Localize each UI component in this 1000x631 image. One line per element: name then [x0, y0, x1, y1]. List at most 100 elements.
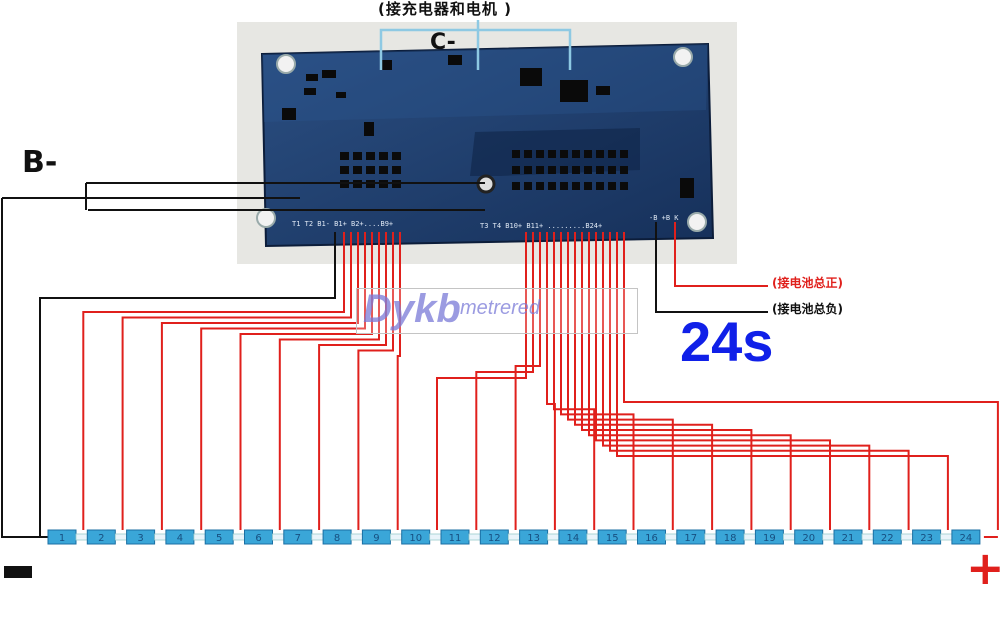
- cell-number-label: 11: [449, 533, 462, 544]
- b-minus-label: B-: [22, 145, 58, 180]
- cell-connector: [350, 533, 363, 541]
- cell-number-label: 10: [409, 533, 422, 544]
- series-count-label: 24s: [680, 310, 774, 373]
- cell-connector: [507, 533, 520, 541]
- balance-wire-b7: [318, 232, 387, 530]
- balance-wire-b22: [609, 232, 910, 530]
- balance-wire-b5: [239, 232, 373, 530]
- balance-wire-b11: [475, 232, 534, 530]
- cell-connector: [704, 533, 717, 541]
- cell-connector: [232, 533, 245, 541]
- cell-connector: [75, 533, 88, 541]
- fet-array-right: [512, 150, 628, 190]
- battery-negative-note: (接电池总负): [772, 302, 843, 316]
- balance-wire-b12: [514, 232, 541, 530]
- cell-number-label: 1: [59, 533, 65, 544]
- cell-number-label: 6: [255, 533, 261, 544]
- balance-wire-b6: [278, 232, 380, 530]
- cell-connector: [193, 533, 206, 541]
- cell-connector: [743, 533, 756, 541]
- cell-number-label: 12: [488, 533, 501, 544]
- charger-motor-note: (接充电器和电机 ): [378, 0, 512, 18]
- cell-connector: [783, 533, 796, 541]
- balance-wire-b1: [82, 232, 345, 530]
- mount-hole: [256, 208, 276, 228]
- cell-connector: [940, 533, 953, 541]
- mount-hole: [687, 212, 707, 232]
- cell-connector: [547, 533, 560, 541]
- balance-wire-b15: [560, 232, 635, 530]
- cell-number-label: 13: [527, 533, 540, 544]
- cell-number-label: 15: [606, 533, 619, 544]
- mount-hole: [276, 54, 296, 74]
- watermark-suffix: metrered: [460, 297, 541, 319]
- balance-wire-b21: [602, 232, 871, 530]
- cell-number-label: 9: [373, 533, 379, 544]
- balance-wire-b13: [546, 232, 556, 530]
- cell-number-label: 4: [177, 533, 183, 544]
- balance-wire-b9: [396, 232, 401, 530]
- balance-wire-b23: [616, 232, 949, 530]
- cell-connector: [154, 533, 167, 541]
- b-minus-wires: [1, 182, 485, 538]
- cell-number-label: 14: [567, 533, 580, 544]
- balance-wire-b17: [574, 232, 714, 530]
- cell-connector: [114, 533, 128, 541]
- negative-terminal-symbol: [4, 566, 32, 578]
- cell-number-label: 8: [334, 533, 340, 544]
- b1-minus-wire: [39, 232, 336, 538]
- balance-wire-b18: [581, 232, 753, 530]
- silkscreen-main: -B +B K: [649, 214, 679, 222]
- cell-connector: [586, 533, 599, 541]
- c-minus-bracket: [379, 20, 572, 70]
- balance-wire-b8: [357, 232, 394, 530]
- cell-connector: [389, 533, 403, 541]
- silkscreen-left: T1 T2 B1- B1+ B2+....B9+: [292, 220, 393, 228]
- component-area: [282, 55, 694, 198]
- silkscreen-right: T3 T4 B10+ B11+ .........B24+: [480, 222, 602, 230]
- balance-wire-b19: [588, 232, 792, 530]
- cell-number-label: 21: [842, 533, 855, 544]
- bms-board: T1 T2 B1- B1+ B2+....B9+ T3 T4 B10+ B11+…: [256, 42, 715, 248]
- balance-wire-b16: [567, 232, 674, 530]
- cell-number-label: 23: [920, 533, 933, 544]
- balance-wire-b4: [200, 232, 366, 530]
- cell-connector: [272, 533, 285, 541]
- battery-positive-note: (接电池总正): [772, 276, 843, 290]
- cell-connector: [861, 533, 874, 541]
- cell-number-label: 5: [216, 533, 222, 544]
- cell-connector: [468, 533, 481, 541]
- cell-number-label: 24: [960, 533, 973, 544]
- balance-wire-b24: [623, 232, 999, 530]
- cell-number-label: 7: [295, 533, 301, 544]
- battery-neg-wire: [655, 222, 768, 313]
- c-minus-label: C-: [430, 30, 456, 55]
- mount-hole: [673, 47, 693, 67]
- cell-number-label: 3: [137, 533, 143, 544]
- cell-number-label: 18: [724, 533, 737, 544]
- cell-connector: [900, 533, 913, 541]
- balance-wire-b20: [595, 232, 831, 530]
- cell-number-label: 16: [645, 533, 658, 544]
- balance-wire-b2: [121, 232, 352, 530]
- watermark-brand: Dykb: [363, 287, 461, 331]
- cell-number-label: 20: [802, 533, 815, 544]
- battery-cell: [951, 529, 981, 545]
- balance-wire-b10: [436, 232, 527, 530]
- balance-wire-b3: [160, 232, 359, 530]
- cell-connector: [665, 533, 678, 541]
- cell-number-label: 2: [98, 533, 104, 544]
- cell-connector: [429, 533, 442, 541]
- cell-connector: [625, 533, 638, 541]
- balance-wires: [82, 232, 999, 538]
- cell-number-label: 19: [763, 533, 776, 544]
- cell-connector: [311, 533, 324, 541]
- positive-terminal-symbol: +: [966, 541, 1000, 595]
- cell-number-label: 22: [881, 533, 894, 544]
- battery-pos-wire: [674, 222, 768, 287]
- cell-connector: [822, 533, 835, 541]
- watermark: Dykb metrered: [356, 287, 638, 334]
- cell-number-label: 17: [684, 533, 697, 544]
